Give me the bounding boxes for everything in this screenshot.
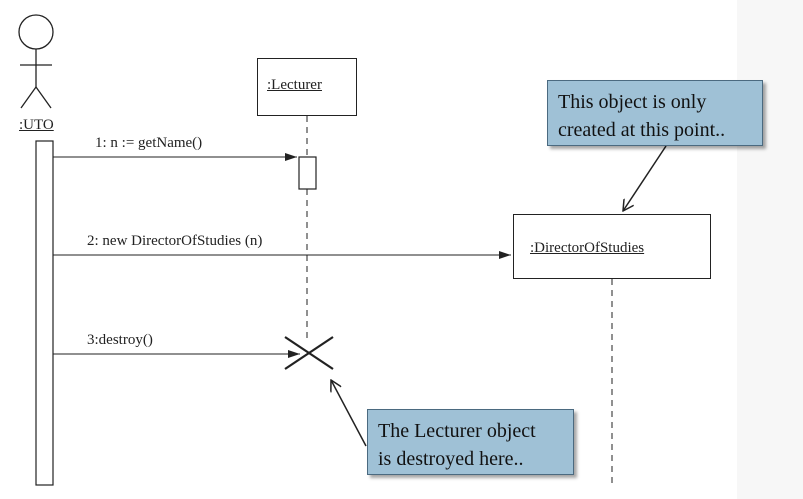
note-destroyed-pointer (331, 380, 367, 447)
note-created: This object is only created at this poin… (547, 80, 763, 146)
lecturer-activation-bar (298, 156, 317, 190)
note-destroyed-line-1: The Lecturer object (378, 420, 536, 442)
message-label-1: 1: n := getName() (95, 135, 203, 151)
destroy-x-icon (284, 336, 334, 370)
note-destroyed: The Lecturer object is destroyed here.. (367, 409, 574, 475)
actor-head (18, 14, 54, 50)
note-created-line-2: created at this point.. (558, 119, 726, 141)
note-created-pointer (623, 145, 667, 211)
message-label-2: 2: new DirectorOfStudies (n) (87, 233, 263, 249)
actor-left-leg (20, 86, 37, 109)
director-object-label: :DirectorOfStudies (530, 240, 645, 256)
actor-right-leg (35, 86, 52, 109)
lecturer-object-box: :Lecturer (257, 58, 357, 116)
lecturer-object-label: :Lecturer (267, 77, 322, 93)
actor-label: :UTO (19, 117, 54, 133)
director-object-box: :DirectorOfStudies (513, 214, 711, 279)
note-destroyed-line-2: is destroyed here.. (378, 448, 524, 470)
note-created-line-1: This object is only (558, 91, 707, 113)
uto-activation-bar (35, 140, 54, 486)
actor-figure (18, 14, 54, 109)
message-label-3: 3:destroy() (87, 332, 153, 348)
